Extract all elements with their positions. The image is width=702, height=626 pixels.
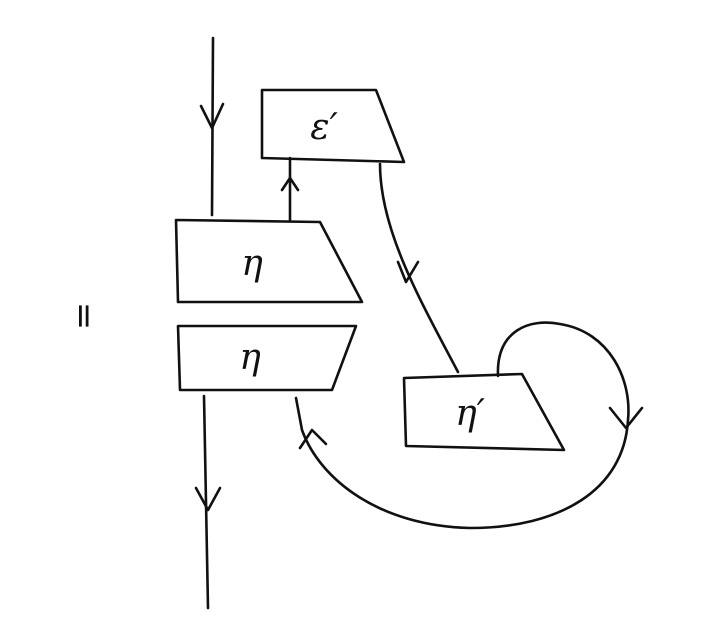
equals-sign: = [64, 301, 104, 331]
eta-bottom-box [176, 324, 358, 392]
loop-wire-arrow-left [298, 428, 328, 450]
eta-top-box [174, 218, 364, 304]
eta-prime-box [402, 372, 566, 452]
eta-prime-label: η′ [455, 393, 485, 434]
loop-wire [294, 321, 630, 530]
epsilon-to-eta-prime-wire [378, 162, 460, 374]
left-wire-top-arrow [199, 102, 225, 130]
epsilon-to-eta-prime-arrow [396, 260, 420, 284]
loop-wire-arrow-right [608, 406, 644, 430]
eta-to-epsilon-arrow [280, 176, 300, 192]
eta-bottom-label: η [239, 337, 261, 378]
diagram-strokes [174, 36, 644, 610]
epsilon-prime-box [260, 88, 406, 164]
left-wire-bottom-arrow [194, 486, 222, 512]
eta-top-label: η [241, 243, 263, 284]
epsilon-prime-label: ε′ [310, 107, 338, 148]
left-wire-bottom [202, 394, 210, 610]
